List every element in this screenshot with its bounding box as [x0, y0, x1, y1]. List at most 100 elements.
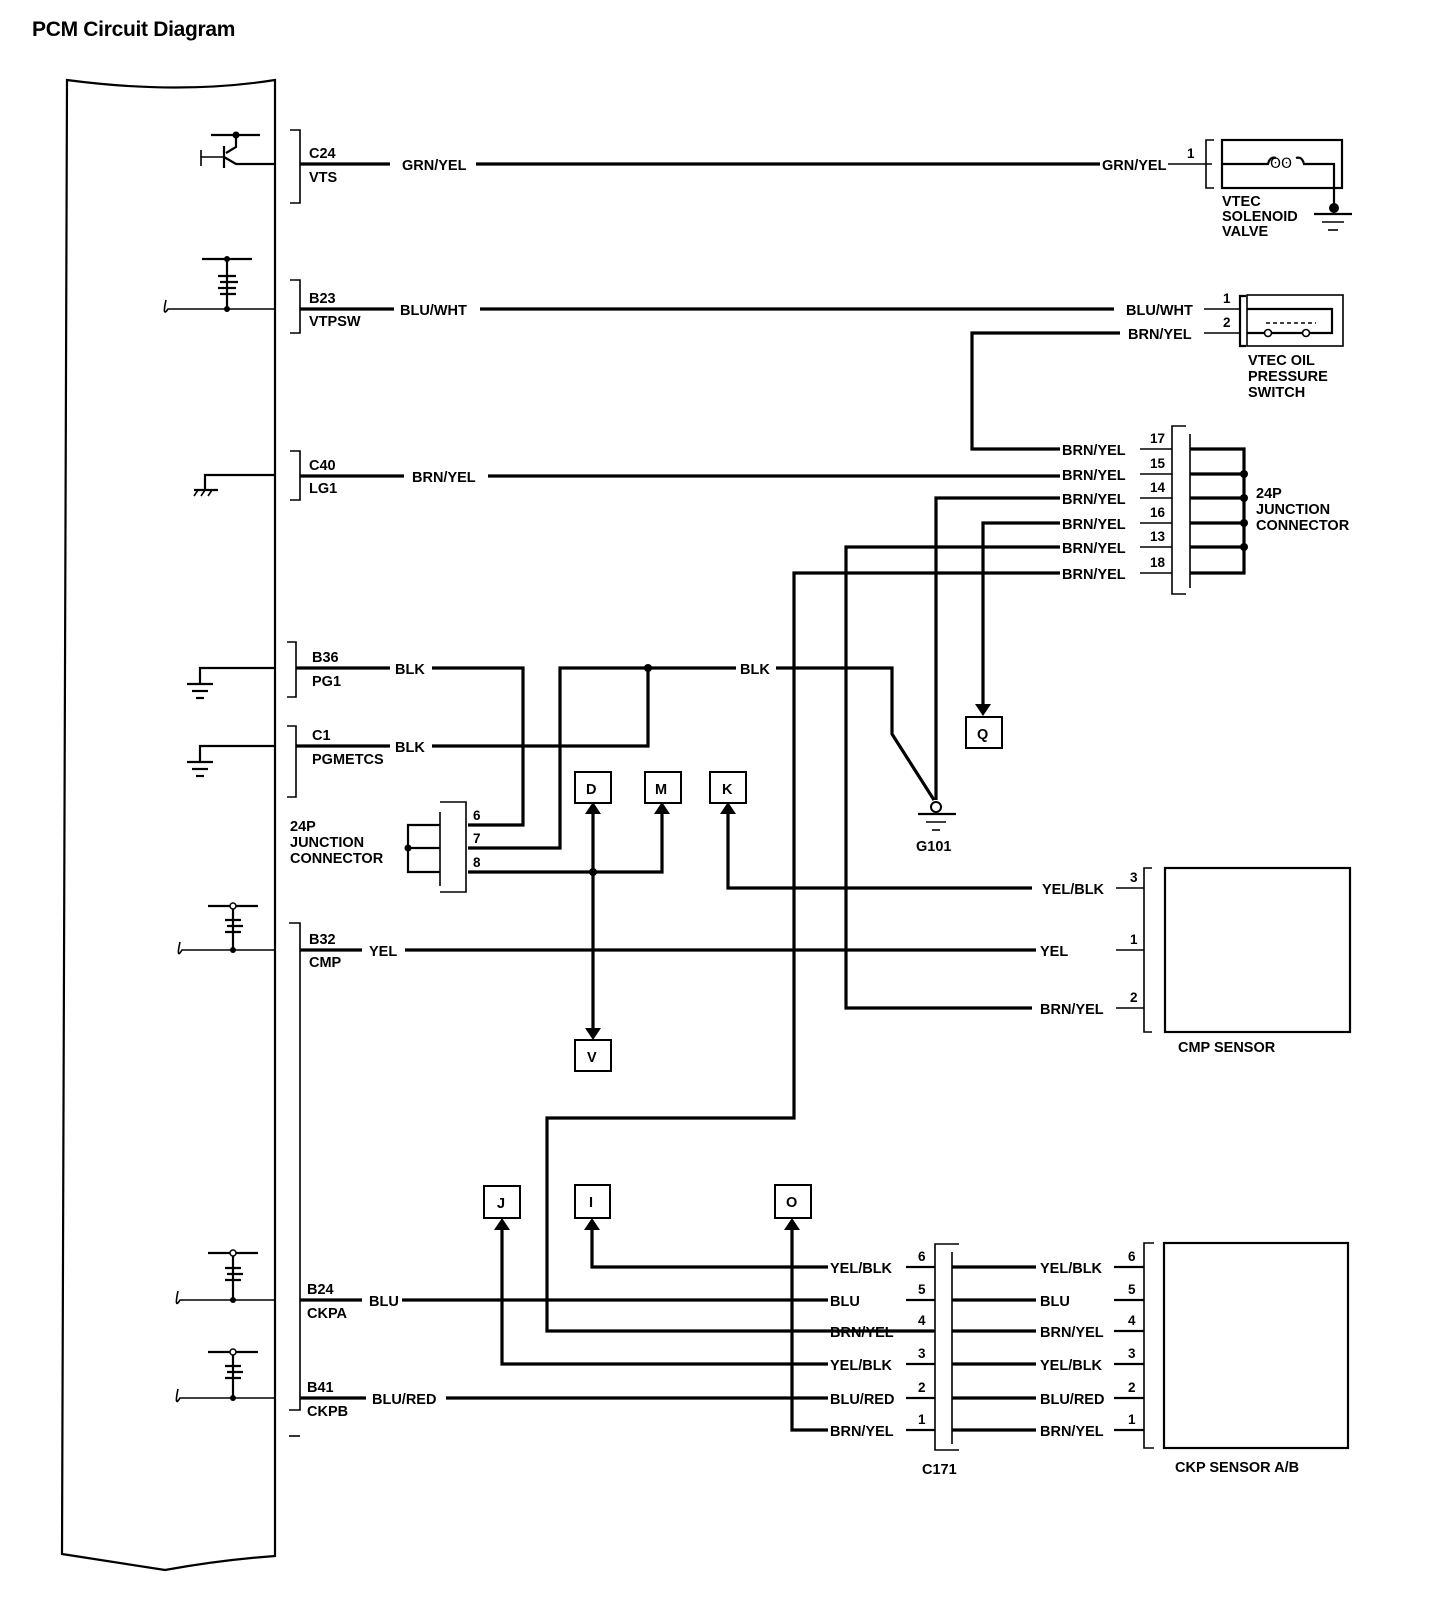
terminal-name: PG1: [312, 674, 341, 690]
terminal-b32: B32 CMP YEL: [177, 902, 1036, 1411]
wire-color: BRN/YEL: [830, 1325, 894, 1341]
component-label: VTEC OIL: [1248, 353, 1315, 369]
wire-pin8: [468, 810, 664, 874]
wire-color: BLU/RED: [1040, 1392, 1104, 1408]
wire-color: BLU/WHT: [1126, 303, 1193, 319]
pin-number: 16: [1150, 505, 1166, 520]
pin-number: 1: [918, 1412, 926, 1427]
ref-letter: M: [655, 782, 667, 798]
terminal-name: LG1: [309, 481, 337, 497]
component-label: SWITCH: [1248, 385, 1305, 401]
ground-label: G101: [916, 839, 951, 855]
pullup-resistor-icon: [175, 1249, 275, 1305]
terminal-c24: C24 VTS GRN/YEL: [200, 129, 1100, 204]
pin-number: 1: [1187, 146, 1195, 161]
ref-letter: V: [587, 1050, 597, 1066]
pin-number: 15: [1150, 456, 1166, 471]
wire-cmp3-to-k: [726, 810, 1032, 890]
terminal-id: C24: [309, 146, 336, 162]
wire-color: BLU: [1040, 1294, 1070, 1310]
pin-number: 3: [1128, 1346, 1136, 1361]
component-label: 24P: [290, 819, 316, 835]
wire-color: YEL/BLK: [1040, 1358, 1103, 1374]
pin-number: 1: [1128, 1412, 1136, 1427]
pullup-resistor-icon: [177, 902, 275, 955]
pin-number: 6: [473, 808, 481, 823]
pin-number: 3: [1130, 870, 1138, 885]
ref-box-v[interactable]: V: [574, 1039, 612, 1072]
junction-connector-24p-left: 6 7 8 24P JUNCTION CONNECTOR: [290, 801, 481, 893]
pin-number: 5: [918, 1282, 926, 1297]
ref-letter: Q: [977, 727, 988, 743]
wire-color: BLK: [395, 662, 425, 678]
wire-color: BLU: [830, 1294, 860, 1310]
pin-number: 2: [918, 1380, 926, 1395]
ref-letter: O: [786, 1195, 797, 1211]
pin-number: 2: [1128, 1380, 1136, 1395]
component-label: JUNCTION: [290, 835, 364, 851]
ground-icon: [187, 666, 275, 700]
ref-box-o[interactable]: O: [774, 1184, 812, 1219]
wire-color: BRN/YEL: [1062, 492, 1126, 508]
component-label: CMP SENSOR: [1178, 1040, 1276, 1056]
pin-number: 17: [1150, 431, 1165, 446]
terminal-c1: C1 PGMETCS BLK: [187, 668, 650, 798]
pin-number: 4: [918, 1313, 926, 1328]
pin-number: 14: [1150, 480, 1166, 495]
cmp-sensor: CMP SENSOR: [1143, 866, 1352, 1056]
wire-color: BRN/YEL: [412, 470, 476, 486]
wire-color: BRN/YEL: [1062, 517, 1126, 533]
wire-color: YEL/BLK: [1042, 882, 1105, 898]
pin-number: 13: [1150, 529, 1166, 544]
pullup-resistor-icon: [175, 1348, 275, 1403]
ref-box-d[interactable]: D: [574, 771, 612, 804]
wire-c171-6-to-i: [590, 1226, 828, 1269]
wire-color: BRN/YEL: [1062, 567, 1126, 583]
component-label: CKP SENSOR A/B: [1175, 1460, 1299, 1476]
terminal-name: CKPB: [307, 1404, 348, 1420]
junction-top-pins: BRN/YEL17BRN/YEL15BRN/YEL14BRN/YEL16BRN/…: [1062, 431, 1172, 583]
pin-number: 5: [1128, 1282, 1136, 1297]
ref-box-m[interactable]: M: [644, 771, 682, 804]
terminal-name: CKPA: [307, 1306, 348, 1322]
terminal-name: CMP: [309, 955, 342, 971]
wire-color: BLU/RED: [830, 1392, 894, 1408]
ref-letter: D: [586, 782, 596, 798]
wire-color: BRN/YEL: [1128, 327, 1192, 343]
terminal-id: B32: [309, 932, 336, 948]
terminal-id: C40: [309, 458, 336, 474]
terminal-b23: B23 VTPSW BLU/WHT: [163, 256, 1114, 334]
wire-color: BLU/WHT: [400, 303, 467, 319]
coil-icon: ʘʘ: [1270, 156, 1292, 172]
component-label: SOLENOID: [1222, 209, 1298, 225]
connector-label: C171: [922, 1462, 957, 1478]
ref-box-k[interactable]: K: [709, 771, 747, 804]
wire-pin14-to-g101: [934, 496, 1060, 800]
ref-box-j[interactable]: J: [483, 1185, 521, 1219]
wire-c171-3-to-j: [500, 1226, 828, 1366]
c171-pins: YEL/BLK6BLU5BRN/YEL4YEL/BLK3BLU/RED2BRN/…: [830, 1249, 935, 1440]
wire-pin13-to-cmp: [844, 545, 1060, 1010]
ref-box-i[interactable]: I: [574, 1184, 611, 1219]
wire-pin7-blk: [468, 666, 736, 850]
component-label: VTEC: [1222, 194, 1261, 210]
wire-color: YEL/BLK: [830, 1261, 893, 1277]
pin-number: 2: [1223, 315, 1231, 330]
pin-number: 4: [1128, 1313, 1136, 1328]
component-label: CONNECTOR: [290, 851, 384, 867]
wire-color: YEL: [1040, 944, 1068, 960]
chassis-ground-icon: [193, 473, 275, 497]
transistor-icon: [200, 131, 275, 168]
component-label: 24P: [1256, 486, 1282, 502]
terminal-name: VTS: [309, 170, 338, 186]
component-label: JUNCTION: [1256, 502, 1330, 518]
ref-letter: I: [589, 1195, 593, 1211]
wire-c171-1-to-o: [790, 1226, 828, 1432]
wire-color: BLK: [395, 740, 425, 756]
pcm-body: [60, 78, 277, 1572]
terminal-name: VTPSW: [309, 314, 361, 330]
ref-box-q[interactable]: Q: [965, 716, 1003, 749]
pin-number: 2: [1130, 990, 1138, 1005]
